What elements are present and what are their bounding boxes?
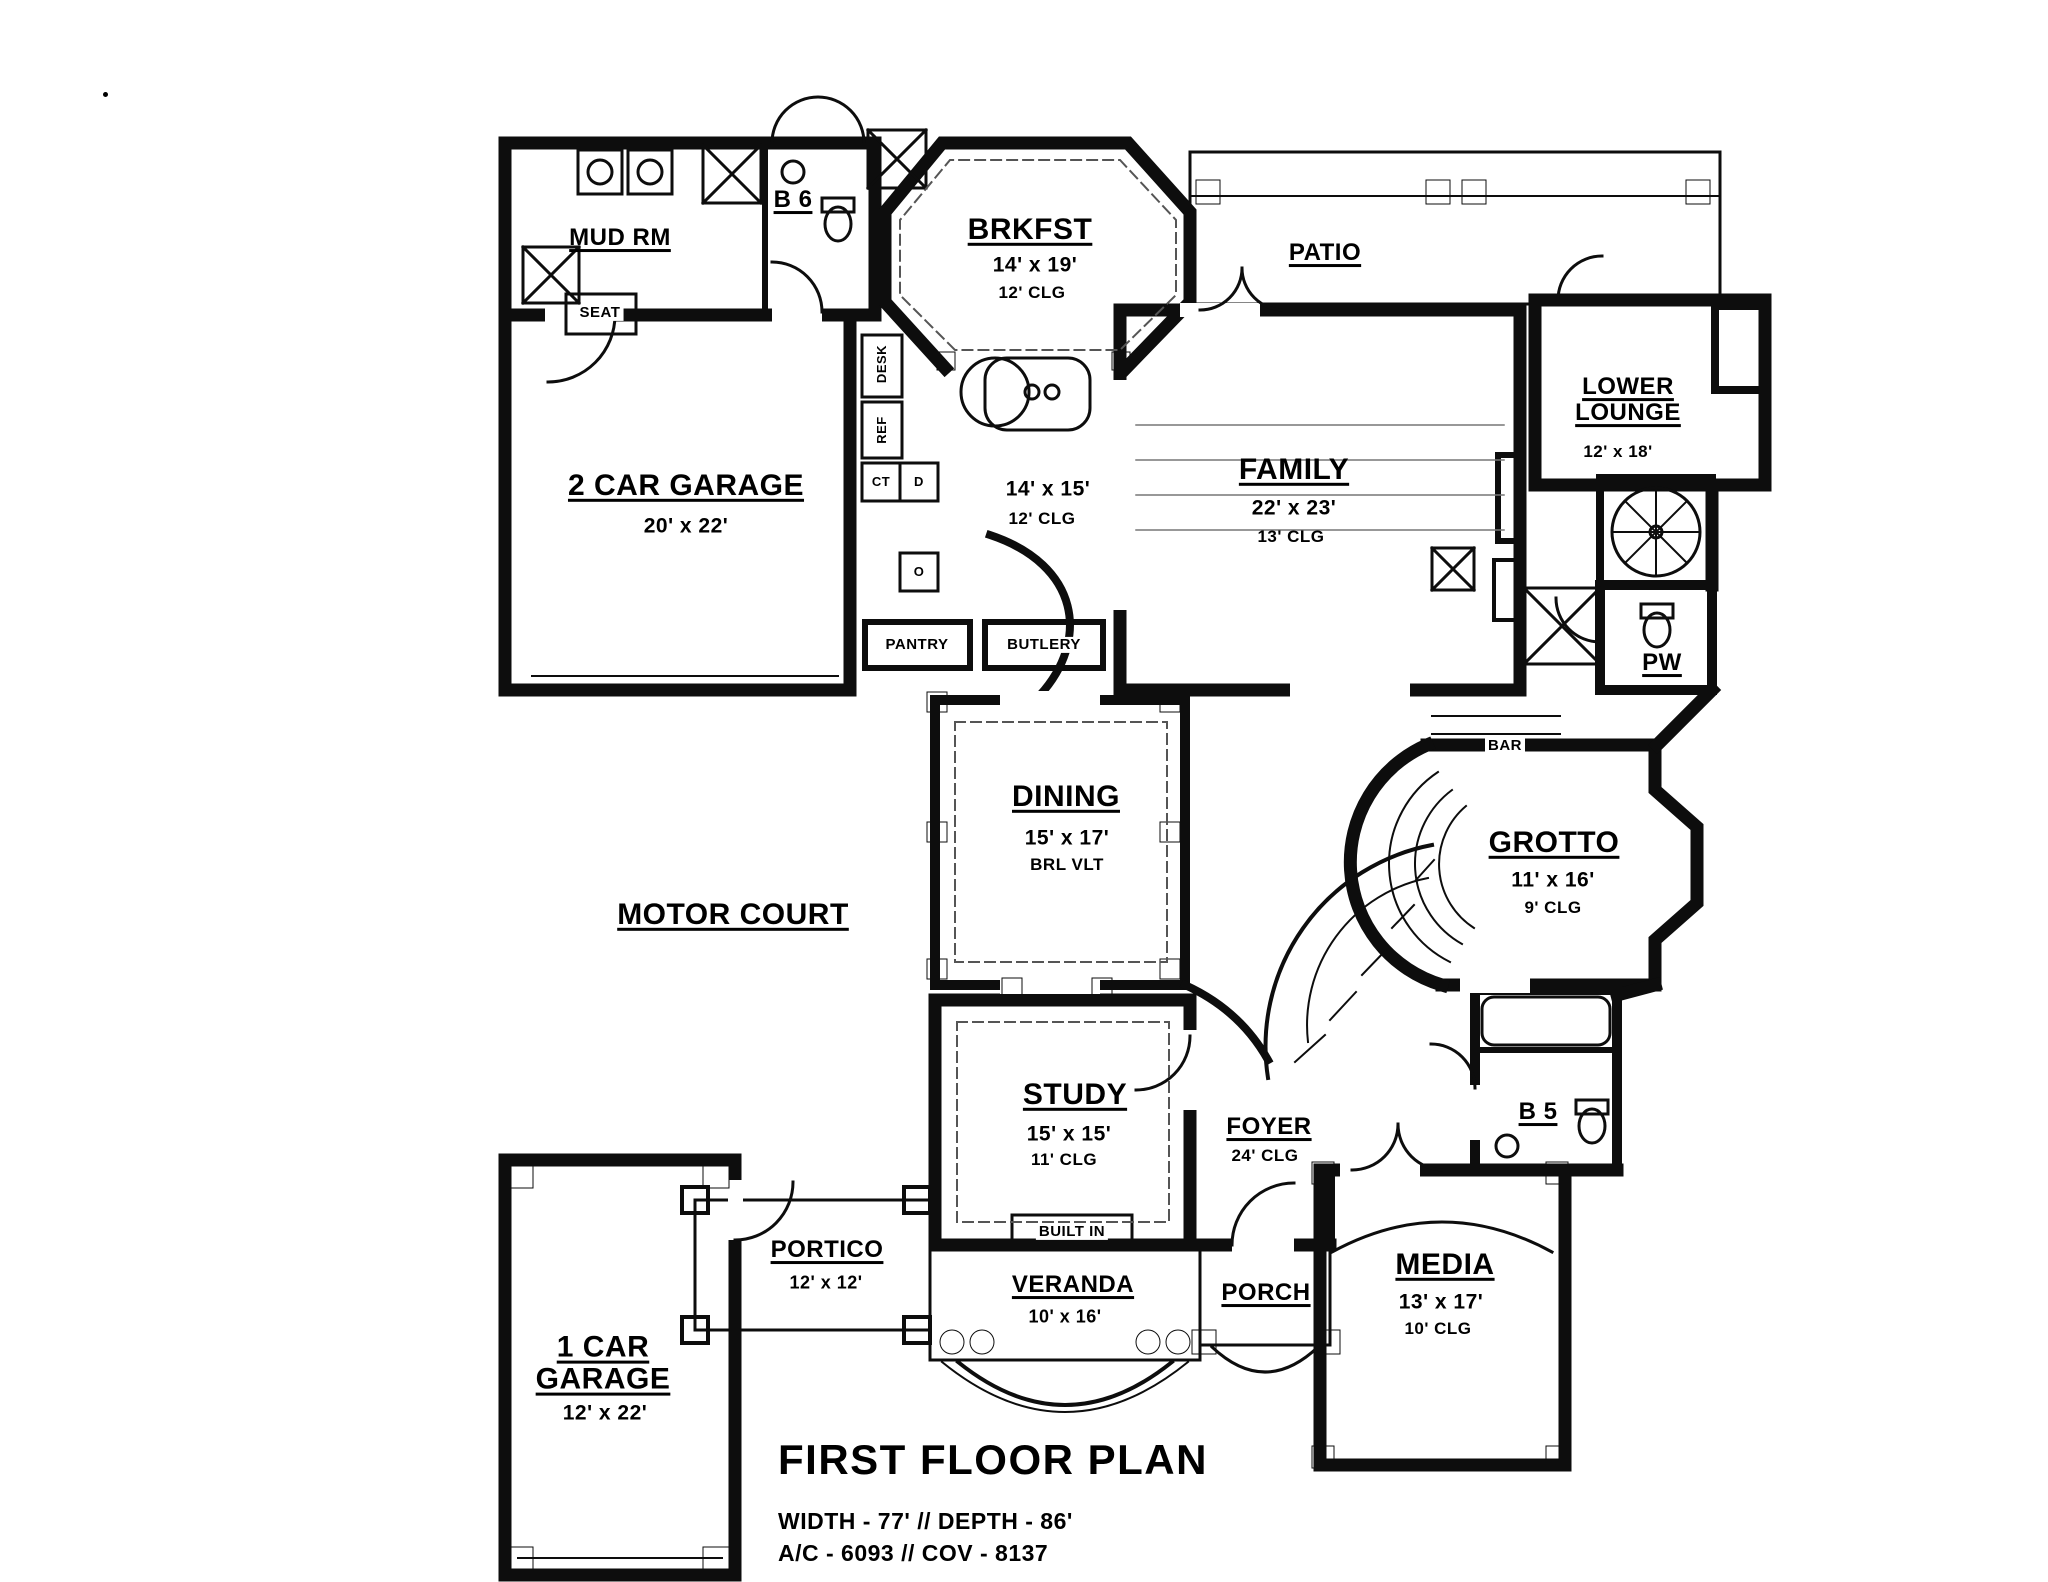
x-boxes	[520, 127, 1603, 667]
label-lower-lounge: LOWER LOUNGE	[1575, 373, 1681, 426]
label-2car-garage: 2 CAR GARAGE	[567, 468, 805, 502]
family-fireplace-niche	[1492, 558, 1522, 622]
mud-seat-box	[564, 292, 638, 336]
label-grotto-clg: 9' CLG	[1524, 897, 1582, 917]
label-built-in: BUILT IN	[1035, 1223, 1109, 1241]
label-media-clg: 10' CLG	[1404, 1318, 1472, 1338]
label-ref: REF	[873, 416, 889, 444]
b6-sink	[780, 159, 806, 185]
label-media: MEDIA	[1395, 1247, 1495, 1281]
patio-structure	[1188, 150, 1722, 306]
label-family: FAMILY	[1238, 452, 1350, 486]
portico-column-bases	[680, 1185, 932, 1345]
label-oven: O	[913, 563, 925, 579]
kitchen-island	[959, 356, 1092, 432]
door-swings	[546, 95, 1604, 1247]
label-portico-size: 12' x 12'	[789, 1272, 863, 1293]
label-kitchen-size: 14' x 15'	[1005, 477, 1091, 501]
label-patio: PATIO	[1288, 239, 1362, 267]
label-2car-garage-size: 20' x 22'	[643, 514, 729, 538]
bar-counter	[1431, 715, 1561, 735]
label-study-size: 15' x 15'	[1026, 1122, 1112, 1146]
kitchen-appliances	[860, 333, 940, 593]
stray-mark	[103, 92, 108, 97]
label-lower-lounge-size: 12' x 18'	[1583, 441, 1653, 461]
label-brkfst: BRKFST	[967, 212, 1093, 246]
label-bar: BAR	[1485, 737, 1525, 755]
label-media-size: 13' x 17'	[1398, 1290, 1484, 1314]
label-kitchen-clg: 12' CLG	[1008, 508, 1076, 528]
label-mud-rm: MUD RM	[569, 224, 671, 252]
label-study-clg: 11' CLG	[1030, 1149, 1098, 1169]
label-grotto: GROTTO	[1488, 825, 1620, 859]
label-porch: PORCH	[1221, 1279, 1311, 1307]
label-cooktop: CT	[871, 473, 891, 489]
laundry-appliances	[576, 148, 674, 196]
spiral-staircase	[1610, 486, 1702, 578]
grand-staircase	[1263, 770, 1476, 1081]
label-seat: SEAT	[576, 304, 624, 322]
label-dining-size: 15' x 17'	[1024, 826, 1110, 850]
columns	[506, 179, 1711, 1574]
label-b6: B 6	[773, 186, 813, 214]
label-portico: PORTICO	[770, 1236, 884, 1264]
b5-sink	[1494, 1133, 1520, 1159]
fixtures	[564, 148, 1675, 1251]
label-family-size: 22' x 23'	[1251, 496, 1337, 520]
label-dining: DINING	[1012, 779, 1120, 813]
b5-toilet	[1574, 1098, 1610, 1145]
detail-lines	[517, 159, 1555, 1559]
label-1car-garage-size: 12' x 22'	[562, 1401, 648, 1425]
label-desk: DESK	[873, 344, 889, 384]
label-butlery: BUTLERY	[1004, 636, 1084, 654]
b5-tub	[1480, 995, 1612, 1047]
pw-toilet	[1639, 602, 1675, 649]
label-grotto-size: 11' x 16'	[1511, 868, 1595, 892]
b6-toilet	[820, 196, 856, 243]
label-dining-clg: BRL VLT	[1030, 854, 1104, 874]
label-dishwasher: D	[914, 473, 924, 489]
label-study: STUDY	[1022, 1077, 1128, 1111]
label-pantry: PANTRY	[882, 636, 952, 654]
label-family-clg: 13' CLG	[1257, 526, 1325, 546]
plan-width-depth: WIDTH - 77' // DEPTH - 86'	[778, 1508, 1073, 1534]
label-veranda: VERANDA	[1011, 1271, 1135, 1299]
label-b5: B 5	[1518, 1098, 1558, 1126]
label-pw: PW	[1642, 649, 1682, 677]
label-brkfst-size: 14' x 19'	[992, 253, 1078, 277]
label-brkfst-clg: 12' CLG	[998, 282, 1066, 302]
label-1car-garage: 1 CAR GARAGE	[535, 1330, 671, 1396]
built-in-cabinet	[1010, 1213, 1134, 1251]
plan-title: FIRST FLOOR PLAN	[778, 1436, 1208, 1483]
label-foyer-clg: 24' CLG	[1231, 1145, 1299, 1165]
label-veranda-size: 10' x 16'	[1028, 1306, 1102, 1327]
plan-ac-cov: A/C - 6093 // COV - 8137	[778, 1540, 1049, 1566]
label-motor-court: MOTOR COURT	[617, 897, 849, 931]
label-foyer: FOYER	[1226, 1113, 1312, 1141]
wall-openings	[545, 303, 1530, 1253]
